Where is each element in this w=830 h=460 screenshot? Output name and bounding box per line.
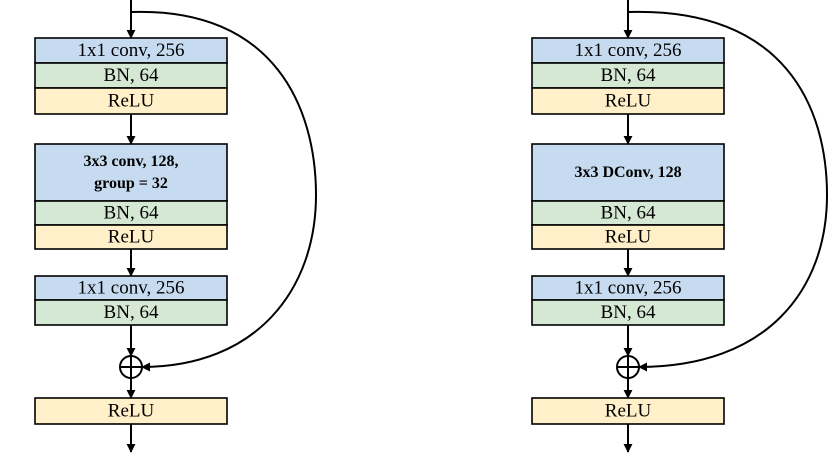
bn-layer-label: BN, 64 (104, 65, 159, 86)
conv-layer-label: 1x1 conv, 256 (78, 40, 185, 61)
relu-layer-label: ReLU (108, 401, 155, 422)
bn-layer-box (531, 200, 725, 226)
bn-layer-box (34, 200, 228, 226)
add-node (616, 355, 640, 379)
relu-layer-box (531, 224, 725, 250)
conv-layer-box (531, 275, 725, 301)
relu-layer-label: ReLU (605, 91, 652, 112)
relu-layer-box (34, 87, 228, 115)
relu-layer-box (531, 87, 725, 115)
bn-layer-box (34, 299, 228, 326)
conv-layer-box (531, 37, 725, 64)
conv-layer-box (34, 37, 228, 64)
conv-layer-box (531, 143, 725, 202)
relu-layer-label: ReLU (108, 91, 155, 112)
conv-layer-label: group = 32 (94, 175, 168, 192)
bn-layer-box (531, 62, 725, 89)
bn-layer-label: BN, 64 (104, 302, 159, 323)
relu-layer-label: ReLU (605, 401, 652, 422)
conv-layer-label: 3x3 conv, 128, (83, 153, 178, 170)
conv-layer-label: 3x3 DConv, 128 (574, 164, 681, 181)
bn-layer-label: BN, 64 (601, 203, 656, 224)
add-node (119, 355, 143, 379)
skip-connection-arc (130, 10, 318, 372)
bn-layer-label: BN, 64 (104, 203, 159, 224)
conv-layer-box (34, 275, 228, 301)
skip-connection-arc (627, 10, 829, 372)
relu-layer-label: ReLU (605, 227, 652, 248)
conv-layer-label: 1x1 conv, 256 (575, 40, 682, 61)
bn-layer-label: BN, 64 (601, 302, 656, 323)
bn-layer-box (531, 299, 725, 326)
relu-layer-label: ReLU (108, 227, 155, 248)
conv-layer-label: 1x1 conv, 256 (78, 278, 185, 299)
relu-layer-box (34, 224, 228, 250)
bn-layer-label: BN, 64 (601, 65, 656, 86)
conv-layer-label: 1x1 conv, 256 (575, 278, 682, 299)
